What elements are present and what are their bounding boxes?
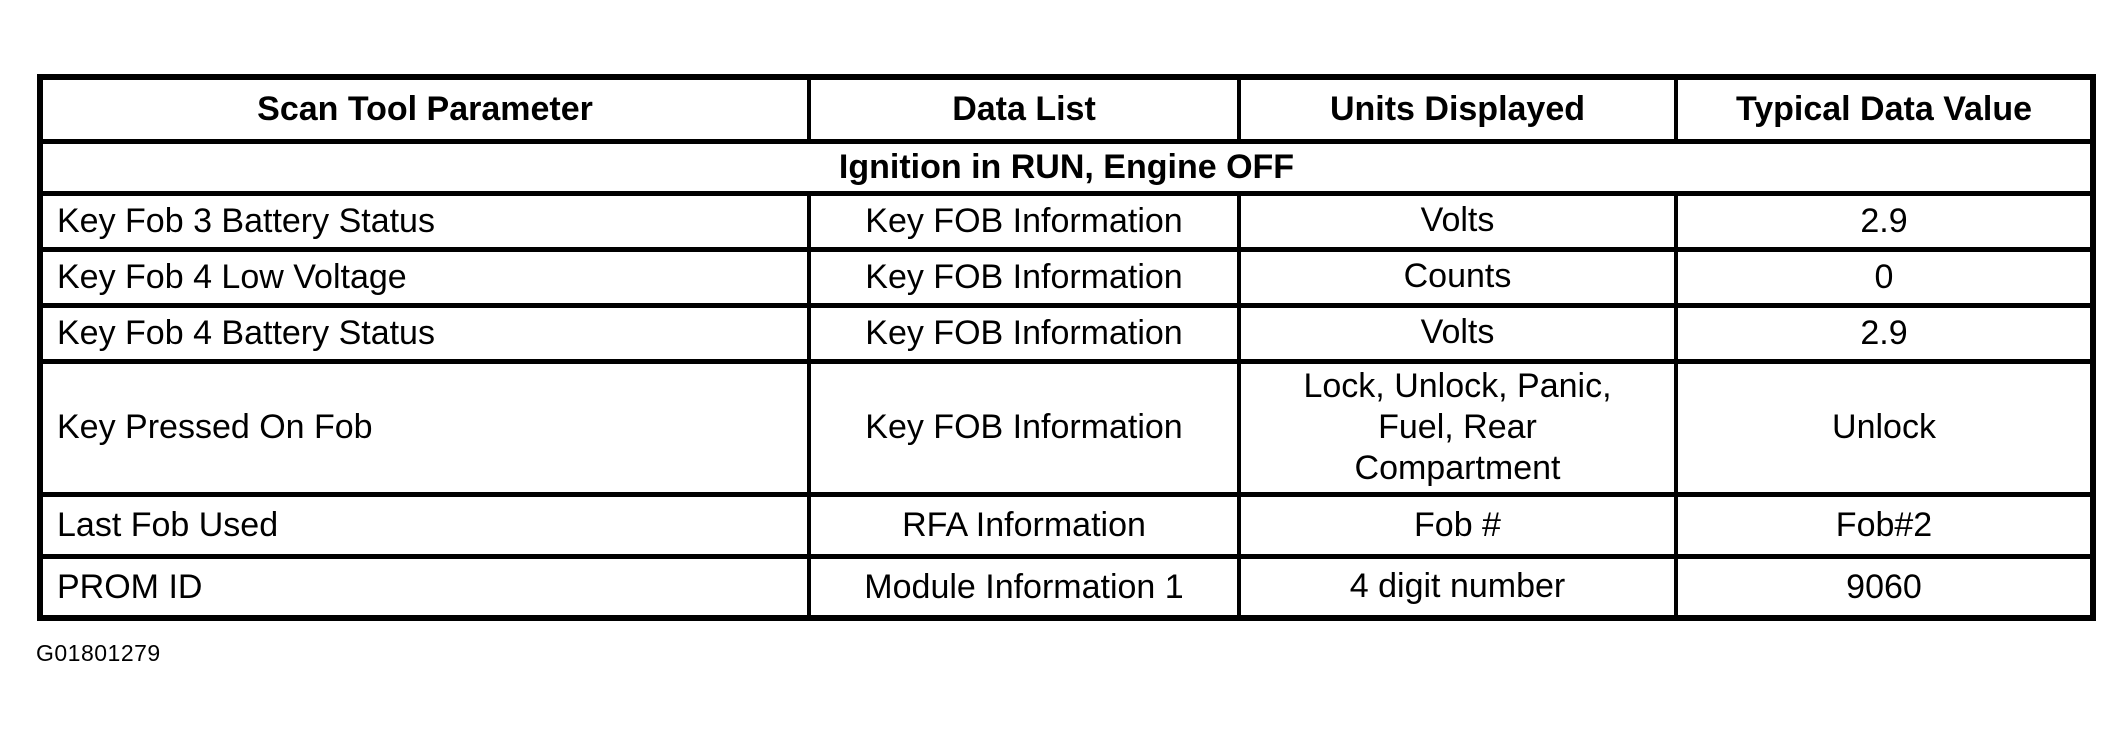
data-list-cell: Key FOB Information bbox=[807, 302, 1241, 364]
parameter-cell: Key Fob 4 Battery Status bbox=[38, 302, 811, 364]
units-cell: Volts bbox=[1237, 302, 1678, 364]
table-row: Key Pressed On Fob Key FOB Information L… bbox=[38, 358, 2095, 497]
units-cell: Volts bbox=[1237, 190, 1678, 252]
table-row: Last Fob Used RFA Information Fob # Fob#… bbox=[38, 491, 2095, 559]
value-cell: 2.9 bbox=[1674, 302, 2095, 364]
table-header-row: Scan Tool Parameter Data List Units Disp… bbox=[38, 74, 2095, 144]
value-cell: 9060 bbox=[1674, 553, 2095, 621]
units-cell: Fob # bbox=[1237, 491, 1678, 559]
data-list-cell: Module Information 1 bbox=[807, 553, 1241, 621]
table-row: Key Fob 3 Battery Status Key FOB Informa… bbox=[38, 190, 2095, 252]
scan-tool-data-table: Scan Tool Parameter Data List Units Disp… bbox=[37, 74, 2096, 622]
units-cell: Counts bbox=[1237, 246, 1678, 308]
figure-id-label: G01801279 bbox=[36, 640, 161, 666]
column-header-units-displayed: Units Displayed bbox=[1237, 74, 1678, 144]
value-cell: 0 bbox=[1674, 246, 2095, 308]
units-cell: 4 digit number bbox=[1237, 553, 1678, 621]
column-header-scan-tool-parameter: Scan Tool Parameter bbox=[38, 74, 811, 144]
table-row: Key Fob 4 Low Voltage Key FOB Informatio… bbox=[38, 246, 2095, 308]
section-header-row: Ignition in RUN, Engine OFF bbox=[38, 138, 2095, 196]
column-header-typical-data-value: Typical Data Value bbox=[1674, 74, 2095, 144]
parameter-cell: Last Fob Used bbox=[38, 491, 811, 559]
section-header-ignition-run-engine-off: Ignition in RUN, Engine OFF bbox=[38, 138, 2095, 196]
data-list-cell: Key FOB Information bbox=[807, 358, 1241, 497]
value-cell: Unlock bbox=[1674, 358, 2095, 497]
units-cell: Lock, Unlock, Panic, Fuel, Rear Compartm… bbox=[1237, 358, 1678, 497]
value-cell: Fob#2 bbox=[1674, 491, 2095, 559]
data-list-cell: Key FOB Information bbox=[807, 190, 1241, 252]
parameter-cell: Key Fob 4 Low Voltage bbox=[38, 246, 811, 308]
data-list-cell: Key FOB Information bbox=[807, 246, 1241, 308]
parameter-cell: PROM ID bbox=[38, 553, 811, 621]
parameter-cell: Key Pressed On Fob bbox=[38, 358, 811, 497]
parameter-cell: Key Fob 3 Battery Status bbox=[38, 190, 811, 252]
column-header-data-list: Data List bbox=[807, 74, 1241, 144]
data-list-cell: RFA Information bbox=[807, 491, 1241, 559]
value-cell: 2.9 bbox=[1674, 190, 2095, 252]
table-row: PROM ID Module Information 1 4 digit num… bbox=[38, 553, 2095, 621]
table-row: Key Fob 4 Battery Status Key FOB Informa… bbox=[38, 302, 2095, 364]
